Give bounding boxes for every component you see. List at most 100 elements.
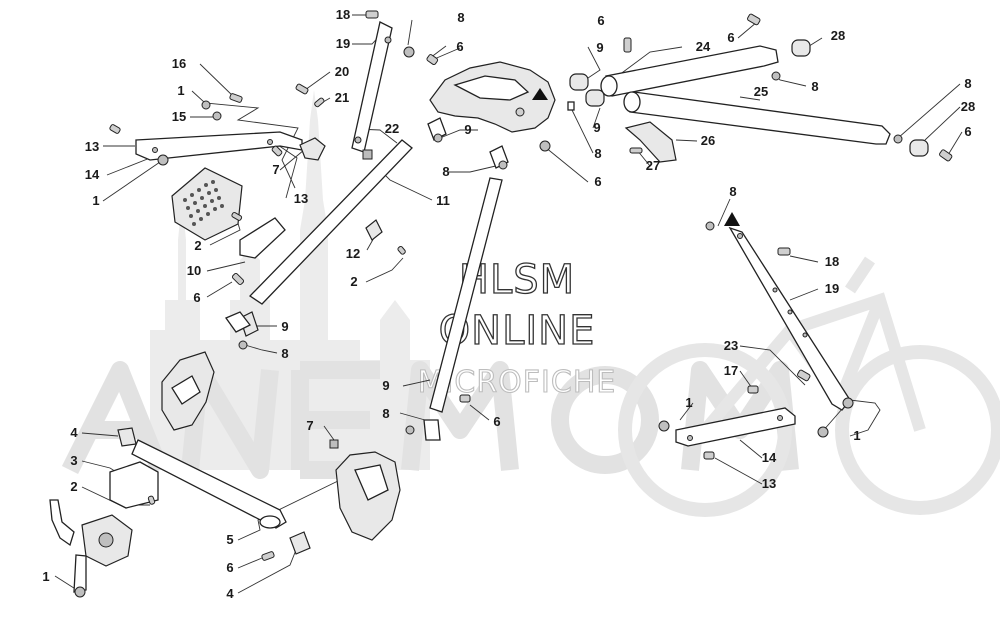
part-18-bolt-right (777, 247, 791, 256)
callout-9-b: 9 (593, 120, 600, 135)
part-8-nut-d (498, 160, 508, 170)
callout-8-d: 8 (442, 164, 449, 179)
center-lower-casting (335, 451, 401, 541)
part-2-screw-c (147, 495, 156, 505)
callout-5: 5 (226, 532, 233, 547)
callout-6-far-right: 6 (964, 124, 971, 139)
part-1-nut-c (74, 586, 86, 598)
part-6-bolt-top (426, 54, 439, 66)
part-7-clip-top (299, 137, 326, 161)
part-11-right-tube (429, 177, 503, 413)
part-6-bolt-d (231, 272, 245, 286)
direction-arrow-icon (532, 88, 548, 100)
part-13-bolt-right (703, 451, 715, 460)
part-8-nut-right-arm (705, 221, 715, 231)
part-8-nut-top (403, 46, 415, 58)
part-9-clamp-top (427, 117, 447, 141)
part-5-lower-bar (131, 439, 287, 529)
callout-17: 17 (724, 363, 738, 378)
callout-1-d: 1 (685, 395, 692, 410)
callout-6-top: 6 (456, 39, 463, 54)
part-9-clamp-e (423, 419, 441, 441)
part-1-nut-f (817, 426, 829, 438)
callout-9-d: 9 (281, 319, 288, 334)
part-7-clip-low (329, 439, 339, 449)
part-9-clamp-b (567, 101, 575, 111)
lower-left-actuator (49, 499, 133, 593)
callout-23: 23 (724, 338, 738, 353)
part-22-bushing (362, 149, 373, 160)
part-1-nut-a (201, 100, 211, 110)
part-28-bushing-right (909, 139, 929, 157)
part-4-clip-b (289, 531, 311, 555)
part-6-bolt-c (539, 140, 551, 152)
part-6-bolt-e (459, 394, 471, 403)
callout-1-b: 1 (92, 193, 99, 208)
callout-8-right-arm: 8 (729, 184, 736, 199)
callout-20: 20 (335, 64, 349, 79)
callout-6-f: 6 (226, 560, 233, 575)
callout-8-f: 8 (382, 406, 389, 421)
control-module (171, 167, 243, 241)
left-lower-casting (161, 351, 215, 431)
part-2-screw-b (397, 245, 406, 255)
part-4-clip-a (117, 427, 137, 447)
part-28-bushing-top (791, 39, 811, 57)
callout-2-b: 2 (350, 274, 357, 289)
part-1-nut-d (658, 420, 670, 432)
callout-27: 27 (646, 158, 660, 173)
callout-3: 3 (70, 453, 77, 468)
part-21-pin (314, 97, 325, 108)
part-25-lower-arm (623, 91, 891, 145)
part-6-bolt-f (261, 551, 275, 561)
callout-2-a: 2 (194, 238, 201, 253)
part-6-bolt-far-right (939, 149, 953, 162)
part-16-bolt (229, 93, 243, 103)
callout-13-left: 13 (85, 139, 99, 154)
callout-25: 25 (754, 84, 768, 99)
callout-8-top: 8 (457, 10, 464, 25)
watermark-wheel-front-icon (835, 345, 1000, 515)
part-13-bolt-left (109, 124, 121, 134)
callout-8-e: 8 (281, 346, 288, 361)
callout-6-e: 6 (493, 414, 500, 429)
callout-11: 11 (436, 193, 450, 208)
part-6-bolt-right-top (747, 13, 761, 26)
part-15-washer (212, 111, 222, 121)
direction-arrow-right-icon (724, 212, 740, 226)
callout-12: 12 (346, 246, 360, 261)
callout-18-right: 18 (825, 254, 839, 269)
callout-8-far-right: 8 (964, 76, 971, 91)
callout-14-left: 14 (85, 167, 100, 182)
part-24-upper-arm (600, 45, 779, 97)
callout-1-c: 1 (42, 569, 49, 584)
part-8-nut-e (238, 340, 248, 350)
callout-1-e: 1 (853, 428, 860, 443)
callout-18-top: 18 (336, 7, 350, 22)
callout-10: 10 (187, 263, 201, 278)
callout-2-c: 2 (70, 479, 77, 494)
part-1-nut-b (157, 154, 169, 166)
callout-6-bolt24: 6 (597, 13, 604, 28)
callout-22: 22 (385, 121, 399, 136)
callout-6-right-top: 6 (727, 30, 734, 45)
part-23-bolt (797, 369, 811, 382)
part-18-bolt-top (365, 10, 379, 19)
part-10-mount-bracket (239, 217, 286, 259)
part-8-nut-c-left (433, 133, 443, 143)
callout-6-c: 6 (594, 174, 601, 189)
callout-28-top: 28 (831, 28, 845, 43)
part-8-nut-far-right (893, 134, 903, 144)
part-17-bolt (747, 385, 759, 394)
part-13-bolt-mid (271, 145, 283, 157)
callout-14-right: 14 (762, 450, 777, 465)
part-2-screw-a (231, 212, 243, 221)
callout-26: 26 (701, 133, 715, 148)
callout-8-right-top: 8 (811, 79, 818, 94)
callout-9-a: 9 (596, 40, 603, 55)
callout-19-top: 19 (336, 36, 350, 51)
callout-6-d: 6 (193, 290, 200, 305)
